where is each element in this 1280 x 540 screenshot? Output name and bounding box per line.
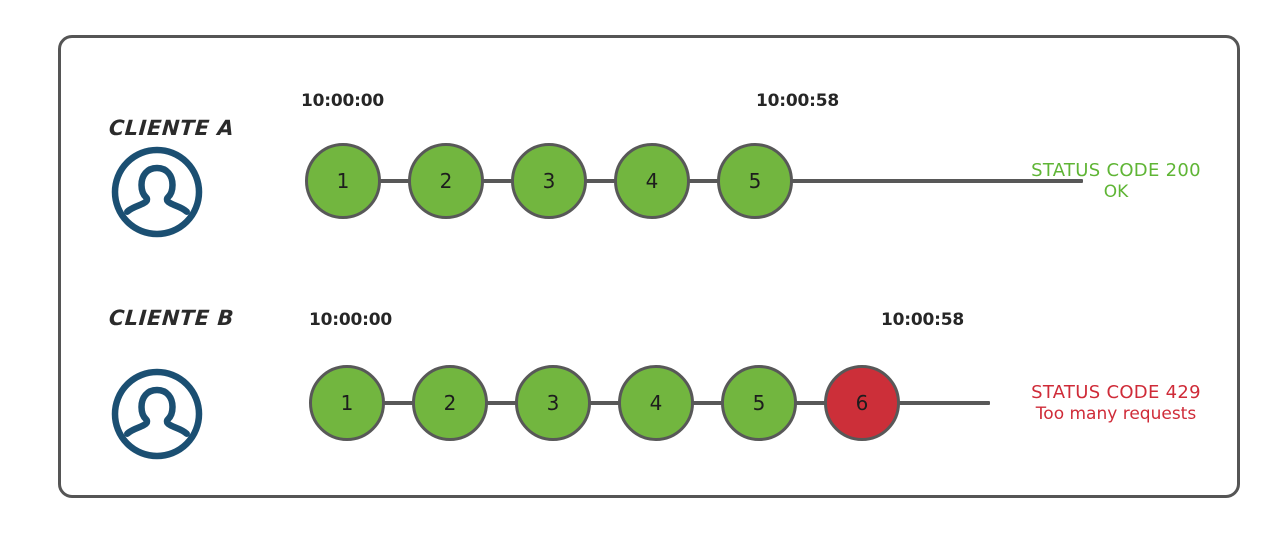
connector: [589, 401, 619, 405]
avatar-cliente-b: [111, 368, 203, 460]
status-text-a: OK: [1103, 181, 1129, 202]
diagram-panel: CLIENTE A 10:00:00 10:00:58 1 2 3 4 5: [58, 35, 1240, 498]
connector: [795, 401, 825, 405]
user-avatar-icon: [111, 368, 203, 460]
request-chain-a: 1 2 3 4 5: [305, 143, 1083, 223]
request-node[interactable]: 1: [309, 365, 385, 441]
connector: [692, 401, 722, 405]
connector-to-status: [898, 401, 990, 405]
connector: [585, 179, 615, 183]
avatar-cliente-a: [111, 146, 203, 238]
request-node[interactable]: 3: [515, 365, 591, 441]
status-code-a: STATUS CODE 200: [1031, 160, 1201, 181]
connector: [486, 401, 516, 405]
client-label-b: CLIENTE B: [108, 306, 235, 330]
request-node[interactable]: 1: [305, 143, 381, 219]
connector-to-status: [791, 179, 1083, 183]
timestamp-end-a: 10:00:58: [756, 91, 839, 111]
request-chain-b: 1 2 3 4 5 6: [309, 365, 1039, 445]
connector: [482, 179, 512, 183]
request-node[interactable]: 4: [614, 143, 690, 219]
connector: [688, 179, 718, 183]
status-badge-b: STATUS CODE 429 Too many requests: [1016, 382, 1216, 425]
connector: [383, 401, 413, 405]
timestamp-start-b: 10:00:00: [309, 310, 392, 330]
status-code-b: STATUS CODE 429: [1031, 382, 1201, 403]
request-node[interactable]: 2: [408, 143, 484, 219]
request-node[interactable]: 4: [618, 365, 694, 441]
timestamp-end-b: 10:00:58: [881, 310, 964, 330]
request-node[interactable]: 3: [511, 143, 587, 219]
timestamp-start-a: 10:00:00: [301, 91, 384, 111]
request-node[interactable]: 2: [412, 365, 488, 441]
connector: [379, 179, 409, 183]
user-avatar-icon: [111, 146, 203, 238]
status-badge-a: STATUS CODE 200 OK: [1021, 160, 1211, 203]
request-node[interactable]: 5: [721, 365, 797, 441]
client-label-a: CLIENTE A: [108, 116, 236, 140]
request-node[interactable]: 5: [717, 143, 793, 219]
status-text-b: Too many requests: [1035, 403, 1197, 424]
request-node-blocked[interactable]: 6: [824, 365, 900, 441]
